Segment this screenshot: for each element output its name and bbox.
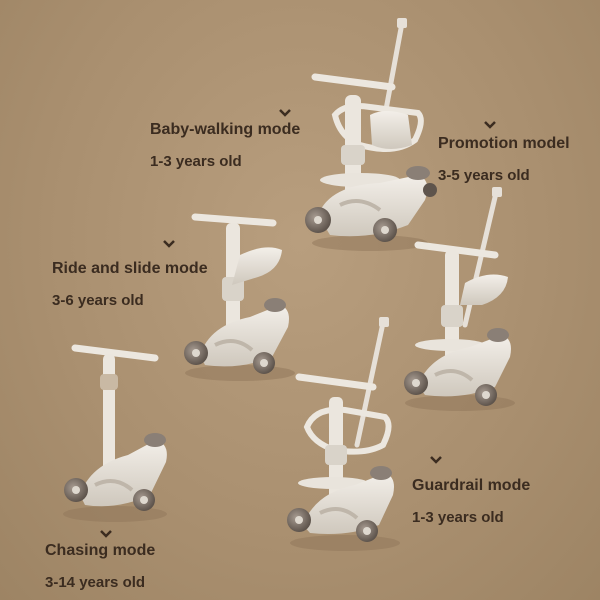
chevron-down-icon: [163, 240, 175, 248]
mode-age: 3-5 years old: [438, 167, 530, 184]
label-chasing: Chasing mode 3-14 years old: [45, 541, 155, 593]
chevron-down-icon: [430, 456, 442, 464]
chevron-down-icon: [100, 530, 112, 538]
scooter-baby-walking: [305, 18, 437, 251]
chevron-down-icon: [279, 109, 291, 117]
mode-age: 3-6 years old: [52, 292, 144, 309]
label-ride-and-slide: Ride and slide mode 3-6 years old: [52, 259, 208, 311]
mode-name: Promotion model: [438, 135, 570, 152]
mode-age: 3-14 years old: [45, 574, 146, 591]
mode-name: Baby-walking mode: [150, 121, 301, 138]
mode-name: Ride and slide mode: [52, 260, 208, 277]
scooter-chasing: [63, 344, 167, 522]
scooter-promotion: [404, 187, 515, 411]
scooter-guardrail: [287, 317, 400, 551]
label-guardrail: Guardrail mode 1-3 years old: [412, 476, 530, 528]
mode-name: Guardrail mode: [412, 477, 531, 494]
label-baby-walking: Baby-walking mode 1-3 years old: [150, 120, 300, 172]
label-promotion: Promotion model 3-5 years old: [438, 134, 570, 186]
chevron-down-icon: [484, 121, 496, 129]
mode-age: 1-3 years old: [150, 153, 242, 170]
mode-age: 1-3 years old: [412, 509, 504, 526]
mode-name: Chasing mode: [45, 542, 156, 559]
scooter-ride-and-slide: [184, 213, 295, 381]
